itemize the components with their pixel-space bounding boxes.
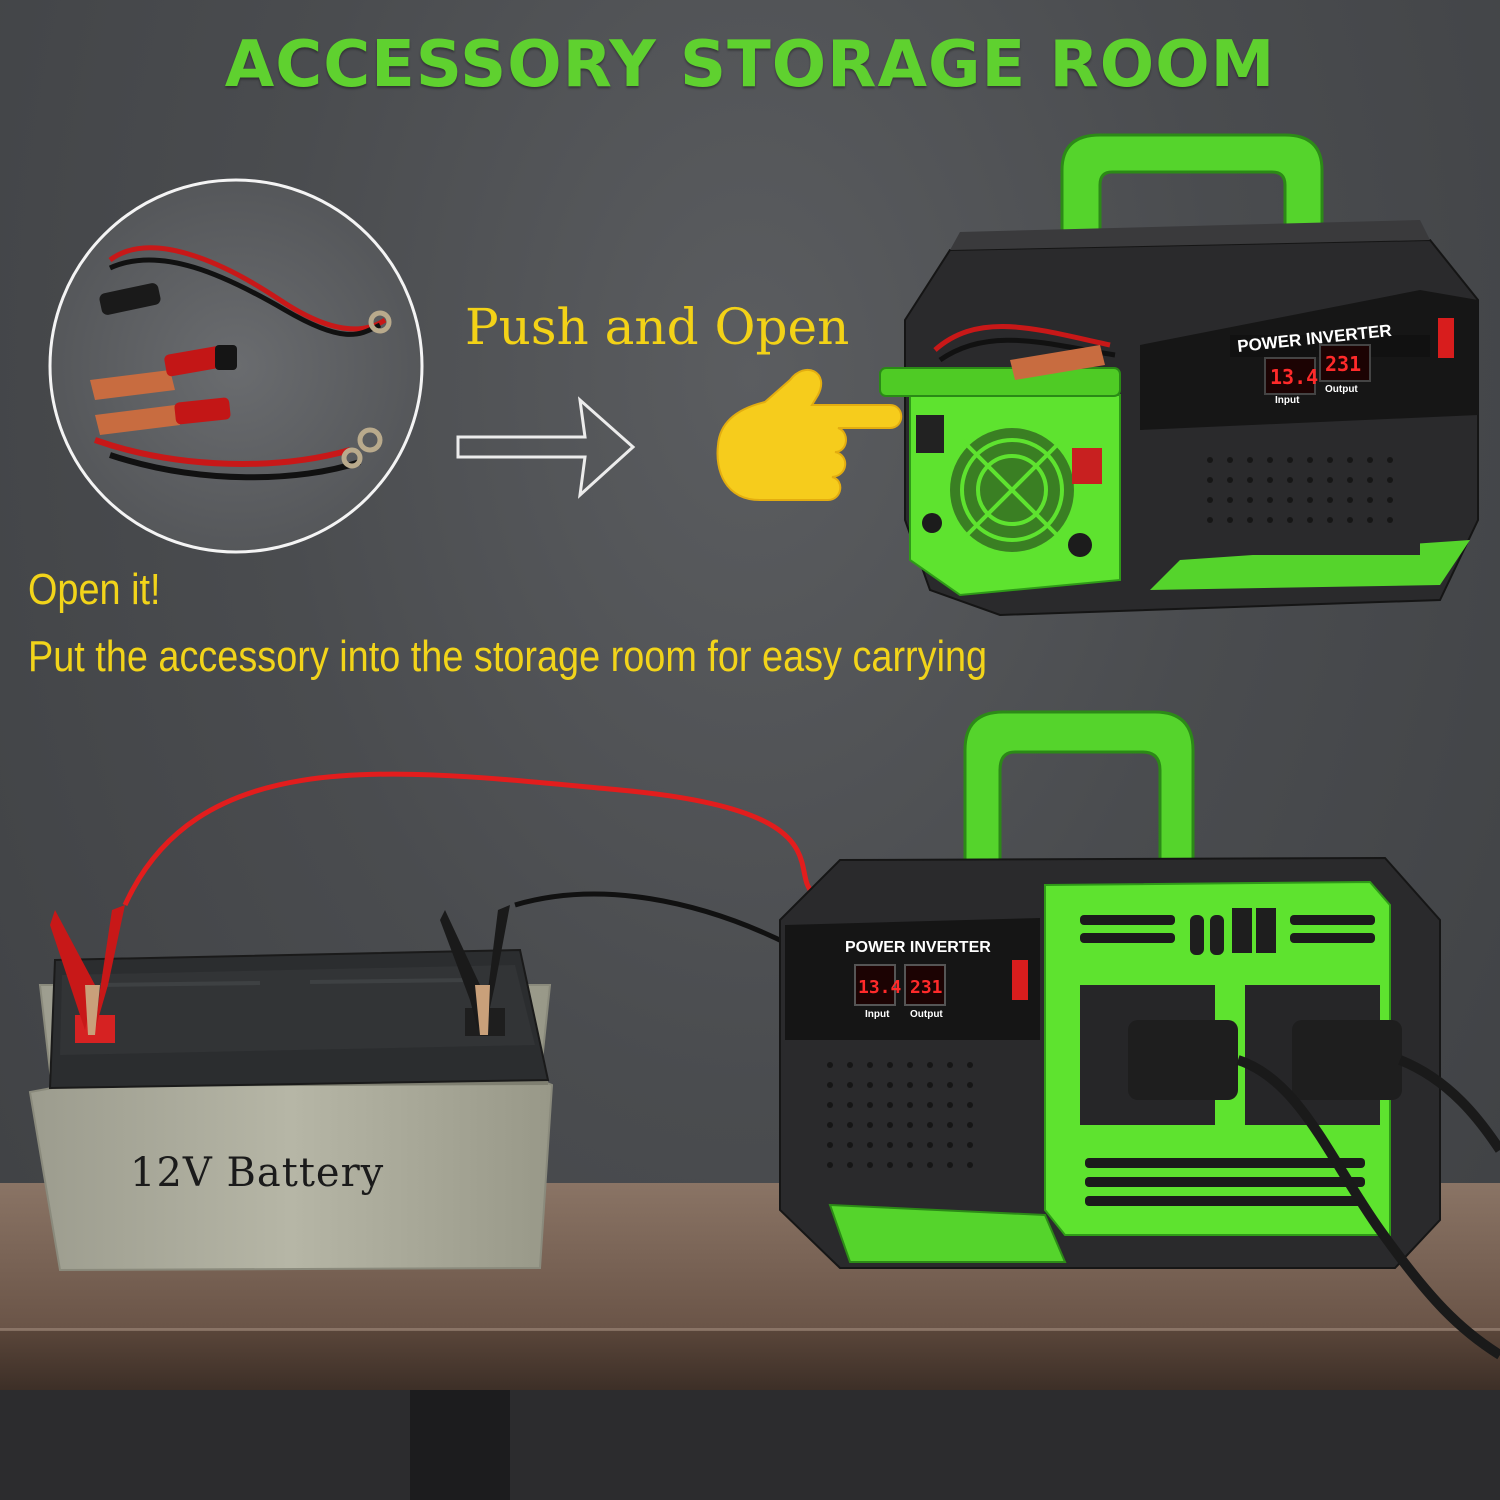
push-open-label: Push and Open	[465, 298, 850, 356]
upper-output-reading: 231	[1325, 352, 1361, 376]
caption-storage-instruction: Put the accessory into the storage room …	[28, 632, 988, 681]
pointing-hand-icon	[716, 368, 903, 501]
lower-inverter-panel: POWER INVERTER 13.4 231 Input Output	[845, 939, 991, 1020]
page-title: ACCESSORY STORAGE ROOM	[224, 28, 1276, 102]
lower-brand-text: POWER INVERTER	[845, 939, 991, 956]
power-inverter-icon	[779, 710, 1500, 1360]
lower-output-reading: 231	[910, 977, 943, 998]
lower-input-label: Input	[865, 1009, 890, 1020]
battery-label: 12V Battery	[130, 1150, 385, 1196]
lower-output-label: Output	[910, 1009, 943, 1020]
battery-cables	[122, 771, 814, 948]
upper-input-reading: 13.4	[1270, 365, 1318, 389]
right-arrow-icon	[456, 396, 636, 499]
cable-bundle-icon	[48, 178, 424, 554]
power-inverter-icon	[879, 133, 1479, 617]
car-battery-icon	[28, 905, 554, 1272]
upper-input-label: Input	[1275, 395, 1300, 406]
upper-output-label: Output	[1325, 384, 1358, 395]
lower-input-reading: 13.4	[858, 977, 902, 998]
caption-open-it: Open it!	[28, 565, 161, 614]
